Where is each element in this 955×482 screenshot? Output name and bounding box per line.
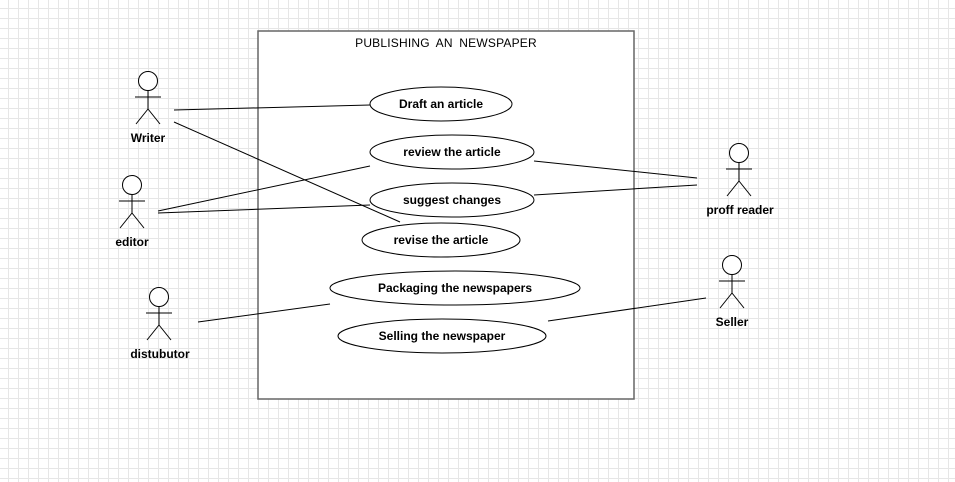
actor-seller-figure[interactable] [719, 255, 745, 309]
actor-distributor-label: distubutor [130, 347, 190, 361]
actor-proofreader-figure[interactable] [726, 143, 752, 197]
association-writer-draft[interactable] [173, 104, 371, 111]
actor-editor-figure[interactable] [119, 175, 145, 229]
usecase-review-label: review the article [403, 145, 501, 159]
actor-writer-label: Writer [130, 131, 166, 145]
association-distributor-packaging[interactable] [197, 303, 331, 323]
actor-proofreader-label: proff reader [706, 203, 774, 217]
usecase-draft-label: Draft an article [398, 97, 484, 111]
actor-editor-label: editor [115, 235, 149, 249]
actor-distributor-figure[interactable] [146, 287, 172, 341]
usecase-packaging-label: Packaging the newspapers [377, 281, 533, 295]
association-proofreader-suggest[interactable] [533, 184, 698, 196]
usecase-revise-shape[interactable] [361, 222, 521, 258]
actor-writer-figure[interactable] [135, 71, 161, 125]
association-editor-suggest[interactable] [157, 204, 371, 214]
usecase-draft-shape[interactable] [369, 86, 513, 122]
usecase-revise-label: revise the article [393, 233, 489, 247]
usecase-packaging-shape[interactable] [329, 270, 581, 306]
association-seller-selling[interactable] [547, 297, 707, 322]
association-proofreader-review[interactable] [533, 160, 698, 179]
usecase-selling-label: Selling the newspaper [378, 329, 506, 343]
association-editor-review[interactable] [157, 165, 371, 212]
usecase-suggest-label: suggest changes [402, 193, 502, 207]
usecase-selling-shape[interactable] [337, 318, 547, 354]
usecase-review-shape[interactable] [369, 134, 535, 170]
usecase-suggest-shape[interactable] [369, 182, 535, 218]
actor-seller-label: Seller [715, 315, 749, 329]
system-title: PUBLISHING AN NEWSPAPER [355, 36, 537, 50]
